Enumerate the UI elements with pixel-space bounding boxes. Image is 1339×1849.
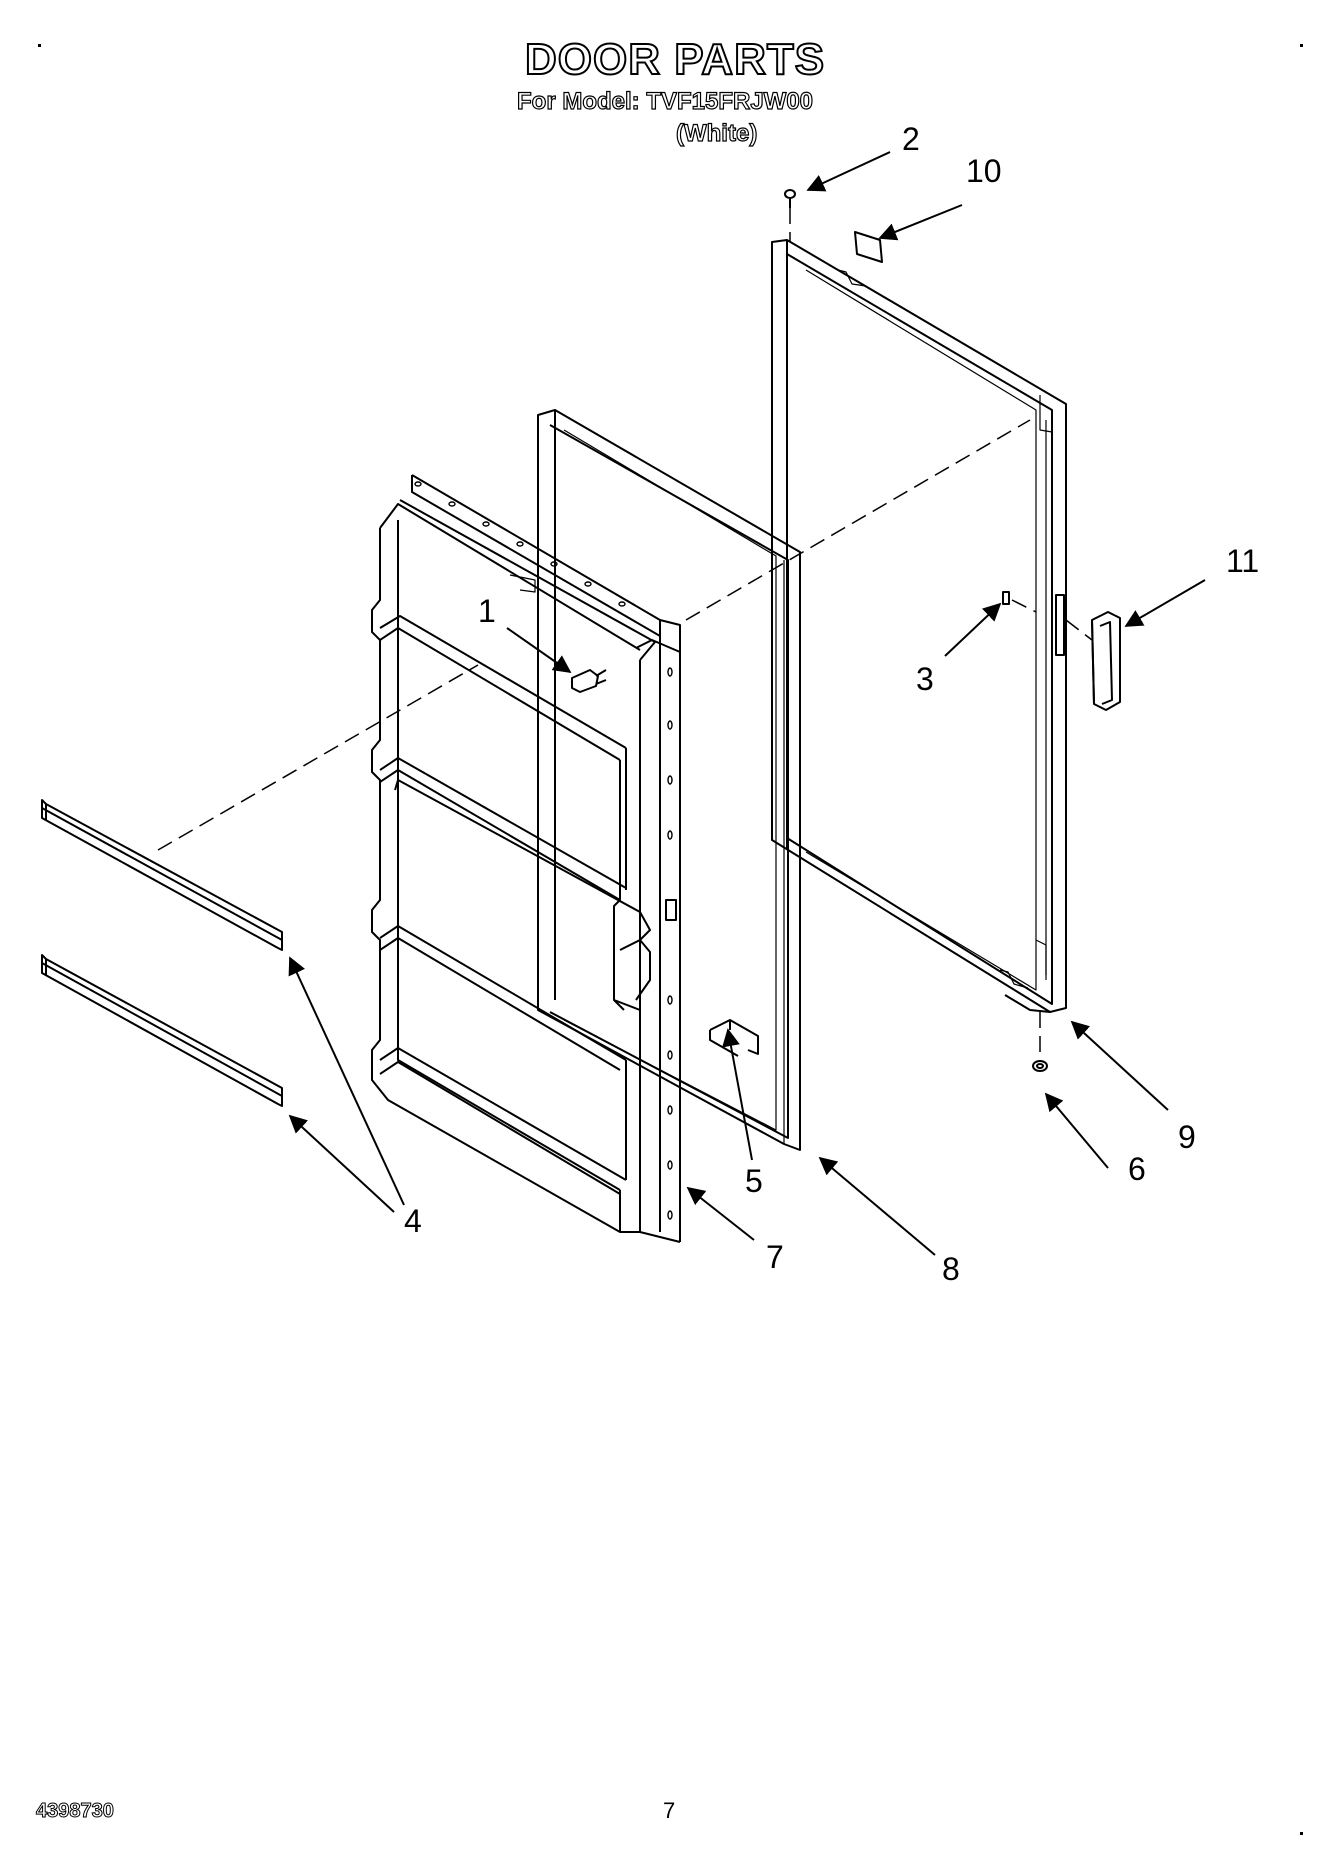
- alignment-lines: [157, 208, 1093, 1058]
- callout-6: 6: [1128, 1151, 1146, 1187]
- door-handle: [1091, 611, 1121, 711]
- page-number: 7: [663, 1798, 676, 1823]
- page-header: DOOR PARTS For Model: TVF15FRJW00 (White…: [0, 35, 1339, 158]
- hinge-screw: [784, 189, 796, 208]
- callout-5: 5: [745, 1163, 763, 1199]
- callout-11: 11: [1226, 543, 1259, 579]
- callout-2: 2: [902, 121, 920, 157]
- model-variant: (White): [675, 120, 758, 147]
- door-liner: [371, 474, 681, 1243]
- callout-numbers: 1 2 3 4 5 6 7 8 9 10 11: [404, 121, 1259, 1287]
- shelf-retainer-bar-upper: [41, 799, 283, 951]
- model-line: For Model: TVF15FRJW00: [516, 88, 814, 115]
- liner-mounting-holes: [414, 481, 673, 1220]
- callout-7: 7: [766, 1239, 784, 1275]
- corner-mark-tl: [38, 44, 41, 47]
- shelf-retainer-bar-lower: [41, 954, 283, 1107]
- liner-screw: [571, 669, 607, 693]
- callout-9: 9: [1178, 1119, 1196, 1155]
- label: [854, 231, 883, 263]
- callout-8: 8: [942, 1251, 960, 1287]
- callout-leaders: [288, 151, 1206, 1256]
- door-clip: [709, 1019, 759, 1057]
- callout-4: 4: [404, 1203, 422, 1239]
- hinge-bushing: [1032, 1060, 1048, 1072]
- door-gasket: [537, 409, 801, 1151]
- corner-mark-tr: [1300, 44, 1303, 47]
- page-title: DOOR PARTS: [524, 35, 826, 84]
- corner-mark-br: [1300, 1832, 1303, 1835]
- callout-3: 3: [916, 661, 934, 697]
- document-number: 4398730: [36, 1800, 115, 1823]
- callout-10: 10: [966, 153, 1002, 189]
- callout-1: 1: [478, 593, 496, 629]
- door-plug: [1002, 591, 1010, 605]
- outer-door-panel: [771, 239, 1067, 1013]
